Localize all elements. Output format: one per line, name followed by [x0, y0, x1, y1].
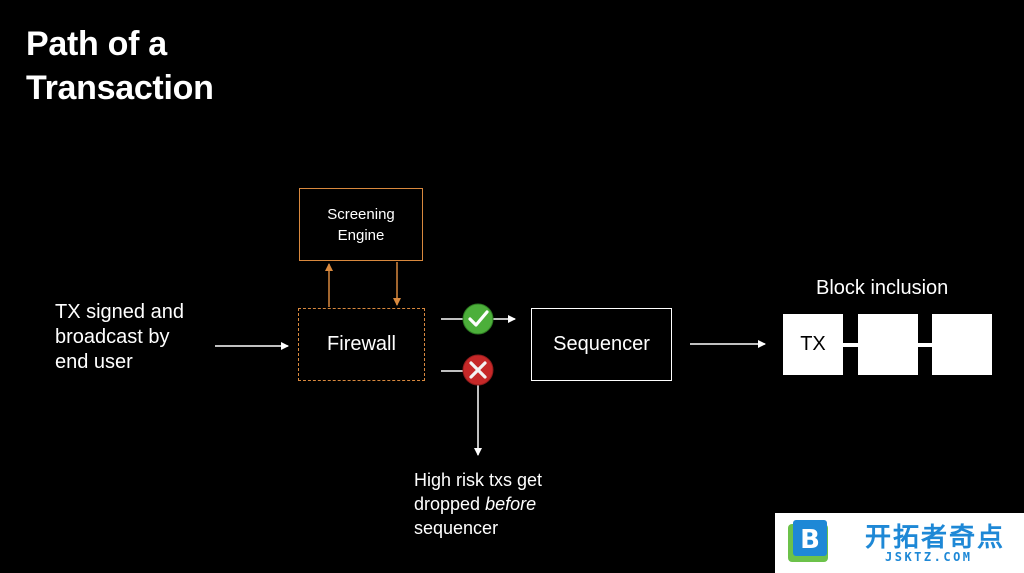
check-icon	[462, 303, 494, 335]
source-label: TX signed and broadcast by end user	[55, 300, 184, 375]
logo-b-icon: B	[788, 520, 828, 562]
dropped-note: High risk txs get dropped before sequenc…	[414, 468, 542, 540]
slide-title: Path of a Transaction	[26, 22, 214, 110]
firewall-node: Firewall	[298, 308, 425, 381]
source-line-1: TX signed and	[55, 301, 184, 323]
dropped-line-3: sequencer	[414, 518, 499, 538]
cross-icon	[462, 354, 494, 386]
title-line-2: Transaction	[26, 69, 214, 107]
dropped-line-1: High risk txs get	[414, 470, 543, 490]
source-line-3: end user	[55, 351, 133, 373]
watermark-logo: B 开拓者奇点 JSKTZ.COM	[775, 513, 1024, 573]
watermark-name: 开拓者奇点	[865, 523, 1006, 553]
dropped-line-2-text: dropped	[414, 494, 486, 514]
screening-line-2: Engine	[337, 226, 385, 244]
screening-engine-node: Screening Engine	[299, 188, 423, 261]
svg-text:B: B	[800, 525, 820, 555]
source-line-2: broadcast by	[55, 326, 170, 348]
block-tx: TX	[783, 314, 843, 375]
sequencer-label: Sequencer	[553, 333, 650, 355]
block	[858, 314, 918, 375]
sequencer-node: Sequencer	[531, 308, 672, 381]
dropped-line-2: dropped before	[414, 492, 542, 516]
block-inclusion-label: Block inclusion	[816, 277, 949, 299]
block	[932, 314, 992, 375]
dropped-emphasis: before	[485, 494, 537, 514]
chain-link	[918, 343, 932, 347]
title-line-1: Path of a	[26, 25, 167, 63]
screening-line-1: Screening	[327, 205, 395, 223]
firewall-label: Firewall	[327, 333, 396, 355]
chain-link	[843, 343, 858, 347]
watermark-domain: JSKTZ.COM	[885, 550, 973, 564]
